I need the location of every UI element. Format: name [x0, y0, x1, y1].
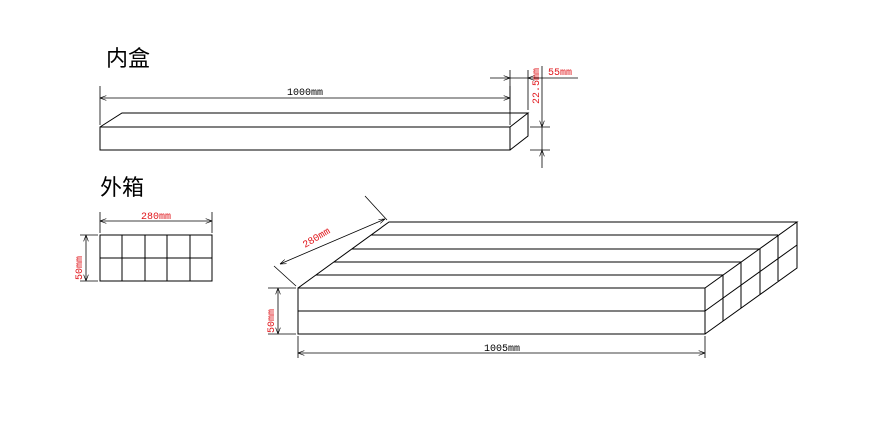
inner-length-label: 1000mm	[287, 88, 323, 99]
inner-length-dimension: 1000mm	[99, 86, 511, 125]
outer-front-view	[99, 234, 213, 282]
inner-width-dimension: 55mm	[490, 68, 578, 110]
inner-box-drawing	[99, 112, 530, 151]
outer-box-title: 外箱	[100, 176, 144, 201]
inner-box-title: 内盒	[106, 47, 150, 72]
outer-box-isometric	[297, 221, 799, 335]
inner-width-label: 55mm	[548, 68, 572, 79]
inner-height-label: 22.5mm	[532, 68, 543, 104]
outer-length-label: 1005mm	[484, 344, 520, 355]
outer-front-width-dimension: 280mm	[99, 212, 213, 233]
outer-front-height-dimension: 50mm	[75, 234, 98, 282]
outer-depth-dimension: 280mm	[273, 195, 388, 287]
outer-height-dimension: 50mm	[267, 287, 296, 335]
outer-iso-side-face	[704, 222, 798, 335]
outer-height-label: 50mm	[267, 309, 278, 333]
outer-iso-top-face	[297, 221, 799, 289]
inner-height-dimension: 22.5mm	[530, 66, 550, 168]
inner-box-top-face	[99, 112, 530, 128]
outer-length-dimension: 1005mm	[297, 336, 706, 358]
outer-front-height-label: 50mm	[75, 256, 86, 280]
inner-box-side-face	[509, 113, 529, 151]
inner-box-front-face	[99, 126, 511, 151]
outer-front-width-label: 280mm	[141, 212, 171, 223]
